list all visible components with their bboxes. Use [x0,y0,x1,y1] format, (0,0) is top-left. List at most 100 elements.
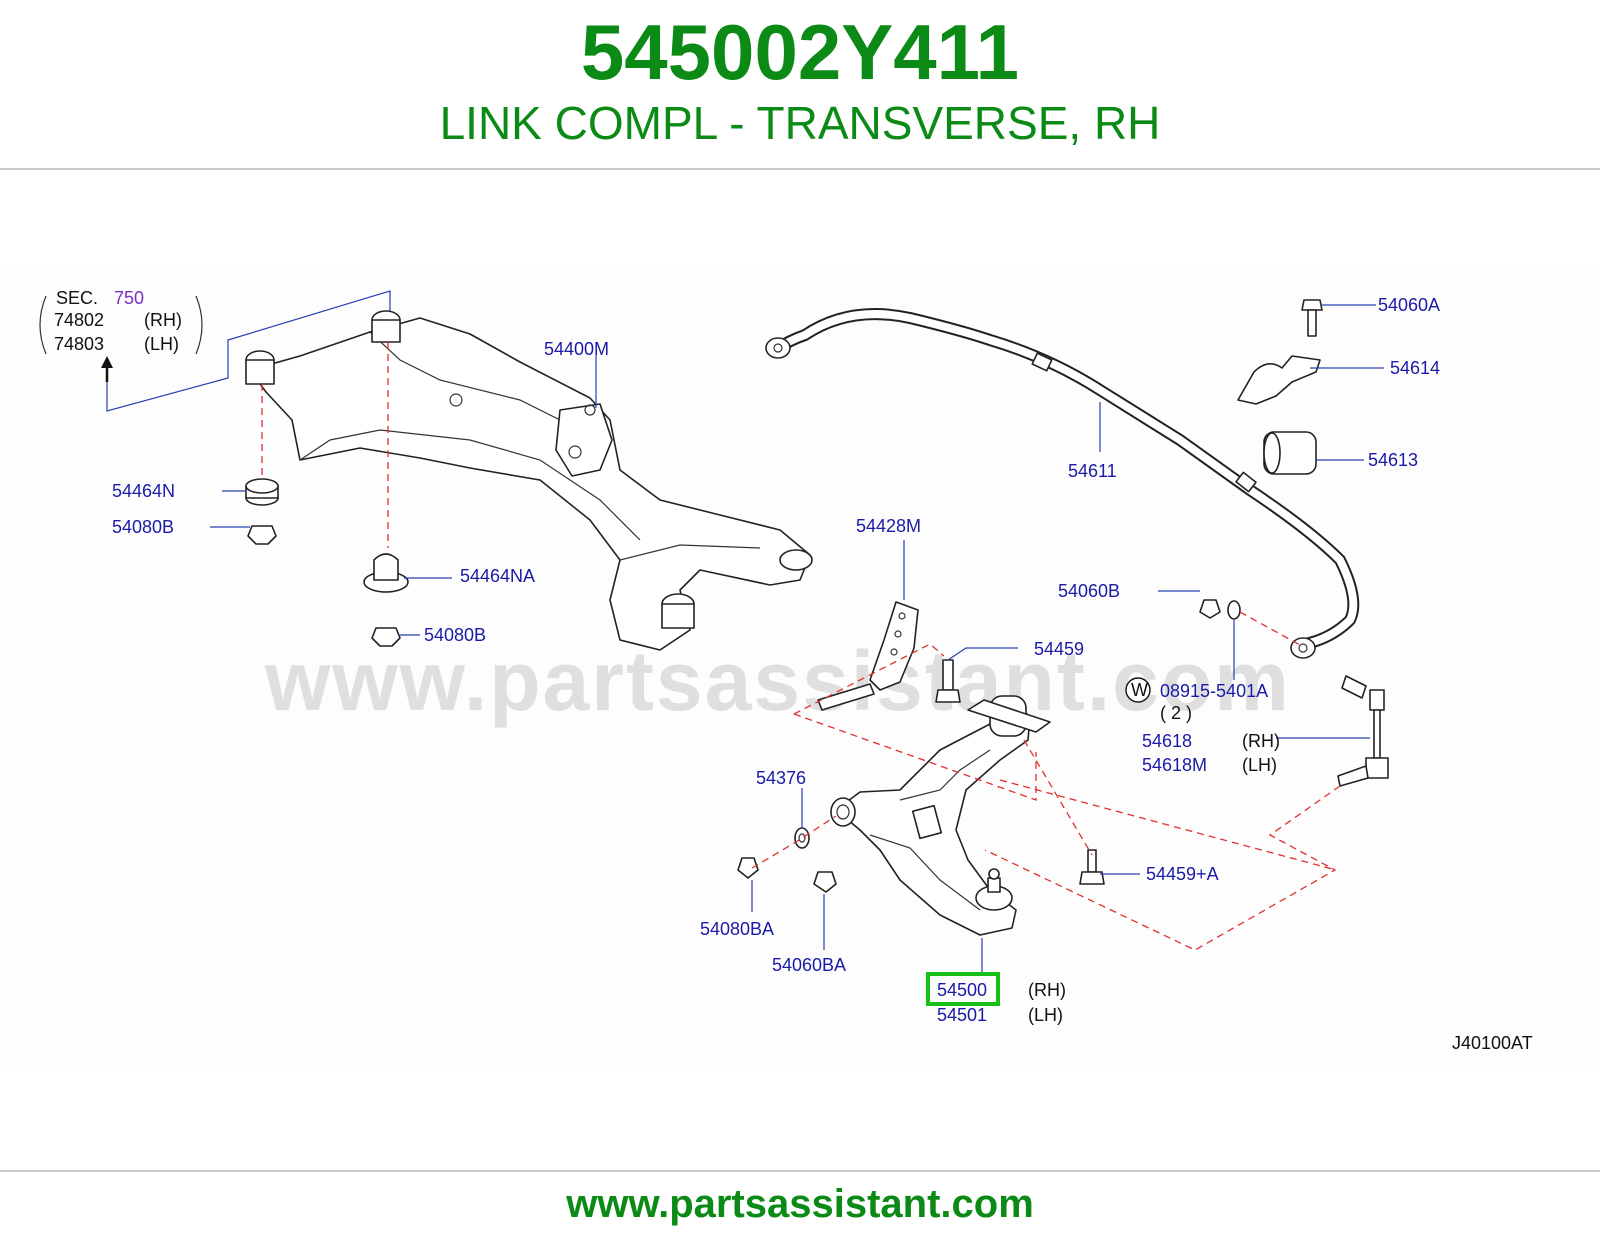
stabilizer-mount-hardware [1237,299,1323,475]
callout-54618M-side: (LH) [1242,755,1277,775]
bracket-hole-1 [898,612,906,620]
callout-54060BA[interactable]: 54060BA [772,955,846,975]
link-rod [1373,709,1381,759]
front-bushing-bore [836,804,850,820]
section-leader [106,290,391,412]
mount-sleeve-rear-left [661,603,695,629]
callout-54501[interactable]: 54501 [937,1005,987,1025]
stabilizer-eye-right [1290,637,1316,659]
callout-54614[interactable]: 54614 [1390,358,1440,378]
callout-54464N[interactable]: 54464N [112,481,175,501]
bushing-54464N-top [245,478,279,494]
link-lower-joint [1337,765,1369,787]
bracket-left [39,295,47,355]
stabilizer-eye-left-hole [773,343,783,353]
callout-54459A[interactable]: 54459+A [1146,864,1219,884]
clamp-54614 [1237,355,1321,405]
callout-54428M[interactable]: 54428M [856,516,921,536]
bolt-54459A-shank [1087,849,1097,873]
callout-54060B[interactable]: 54060B [1058,581,1120,601]
stabilizer-collar-1 [1031,352,1053,372]
callout-54613[interactable]: 54613 [1368,450,1418,470]
bracket-hole-2 [894,630,902,638]
washer-08915 [1227,600,1241,620]
nut-54080B-lower [371,627,401,647]
callout-54618[interactable]: 54618 [1142,731,1192,751]
highlight-box-54500 [926,972,1000,1006]
washer-54376-hole [798,833,806,843]
subframe-mount-bracket [555,403,613,477]
bushing-54613-face [1263,432,1281,474]
transverse-link-54500[interactable] [830,695,1051,936]
bolt-54060A-shank [1307,309,1317,337]
part-name-subtitle: LINK COMPL - TRANSVERSE, RH [439,97,1161,149]
arm-ridge-lower [869,834,981,911]
guide-rear-to-link [999,779,1337,871]
nut-54060BA [813,871,837,893]
guide-link-lower [984,785,1341,951]
insulator-54464NA [373,553,399,581]
subframe-inner-edge [299,429,641,541]
bolt-54459-shank [942,659,954,691]
bolt-54459-head [935,689,961,703]
guide-front-bolt [751,815,837,869]
ball-joint-tip [988,868,1000,880]
stabilizer-bar-fill [771,310,1358,649]
subframe-hole-3 [568,445,582,459]
guide-rear-bolt [1023,739,1093,856]
stabilizer-eye-right-hole [1298,643,1308,653]
stabilizer-link-54618 [984,599,1389,951]
section-side-lh: (LH) [144,334,179,354]
w-symbol-icon [1125,677,1151,703]
callout-54376[interactable]: 54376 [756,768,806,788]
callout-54464NA[interactable]: 54464NA [460,566,535,586]
mount-hole-rear-right [779,549,813,571]
callout-54080B-upper[interactable]: 54080B [112,517,174,537]
front-bushing [830,797,856,827]
section-number-link[interactable]: 750 [114,288,144,308]
callout-54080B-lower[interactable]: 54080B [424,625,486,645]
diagram-background [0,270,1600,1070]
stabilizer-eye-left [765,337,791,359]
arm-bracket [911,804,943,840]
callout-54500-side: (RH) [1028,980,1066,1000]
subframe-upper-edge [369,331,581,431]
guide-bracket-top [793,643,945,715]
link-lower-housing [1365,757,1389,779]
footer-divider [0,1170,1600,1172]
part-number-title: 545002Y411 [580,8,1020,96]
bolt-long-shank [817,683,875,711]
bracket-right [195,295,203,355]
callout-54400M[interactable]: 54400M [544,339,609,359]
subframe-body [249,317,811,651]
guide-bracket-bottom [793,713,1037,801]
callout-54500[interactable]: 54500 [937,980,987,1000]
footer-url-link[interactable]: www.partsassistant.com [566,1182,1034,1226]
link-upper-housing [1369,689,1385,711]
section-part-rh: 74802 [54,310,104,330]
mount-sleeve-front-left [245,359,275,385]
arrow-head-icon [101,356,113,368]
link-upper-joint [1341,675,1367,699]
callout-08915-5401A[interactable]: 08915-5401A [1160,681,1268,701]
subframe-hole-2 [584,404,596,416]
nut-54080BA [737,857,759,879]
callout-54459[interactable]: 54459 [1034,639,1084,659]
section-side-rh: (RH) [144,310,182,330]
stabilizer-bar-54611 [765,308,1360,659]
rear-bushing-bracket [967,699,1051,733]
bolt-54459A-head [1079,871,1105,885]
assembly-guides [751,643,1337,871]
callout-54611[interactable]: 54611 [1068,461,1117,481]
section-prefix: SEC. [56,288,98,308]
callout-54080BA[interactable]: 54080BA [700,919,774,939]
callout-54618-side: (RH) [1242,731,1280,751]
callout-54501-side: (LH) [1028,1005,1063,1025]
link-hardware [737,827,1105,893]
callout-labels: 54400M 54464N 54080B 54464NA 54080B 5461… [112,295,1533,1053]
callout-54618M[interactable]: 54618M [1142,755,1207,775]
callout-54060A[interactable]: 54060A [1378,295,1440,315]
washer-54376 [794,827,810,849]
stabilizer-collar-2 [1235,471,1257,493]
